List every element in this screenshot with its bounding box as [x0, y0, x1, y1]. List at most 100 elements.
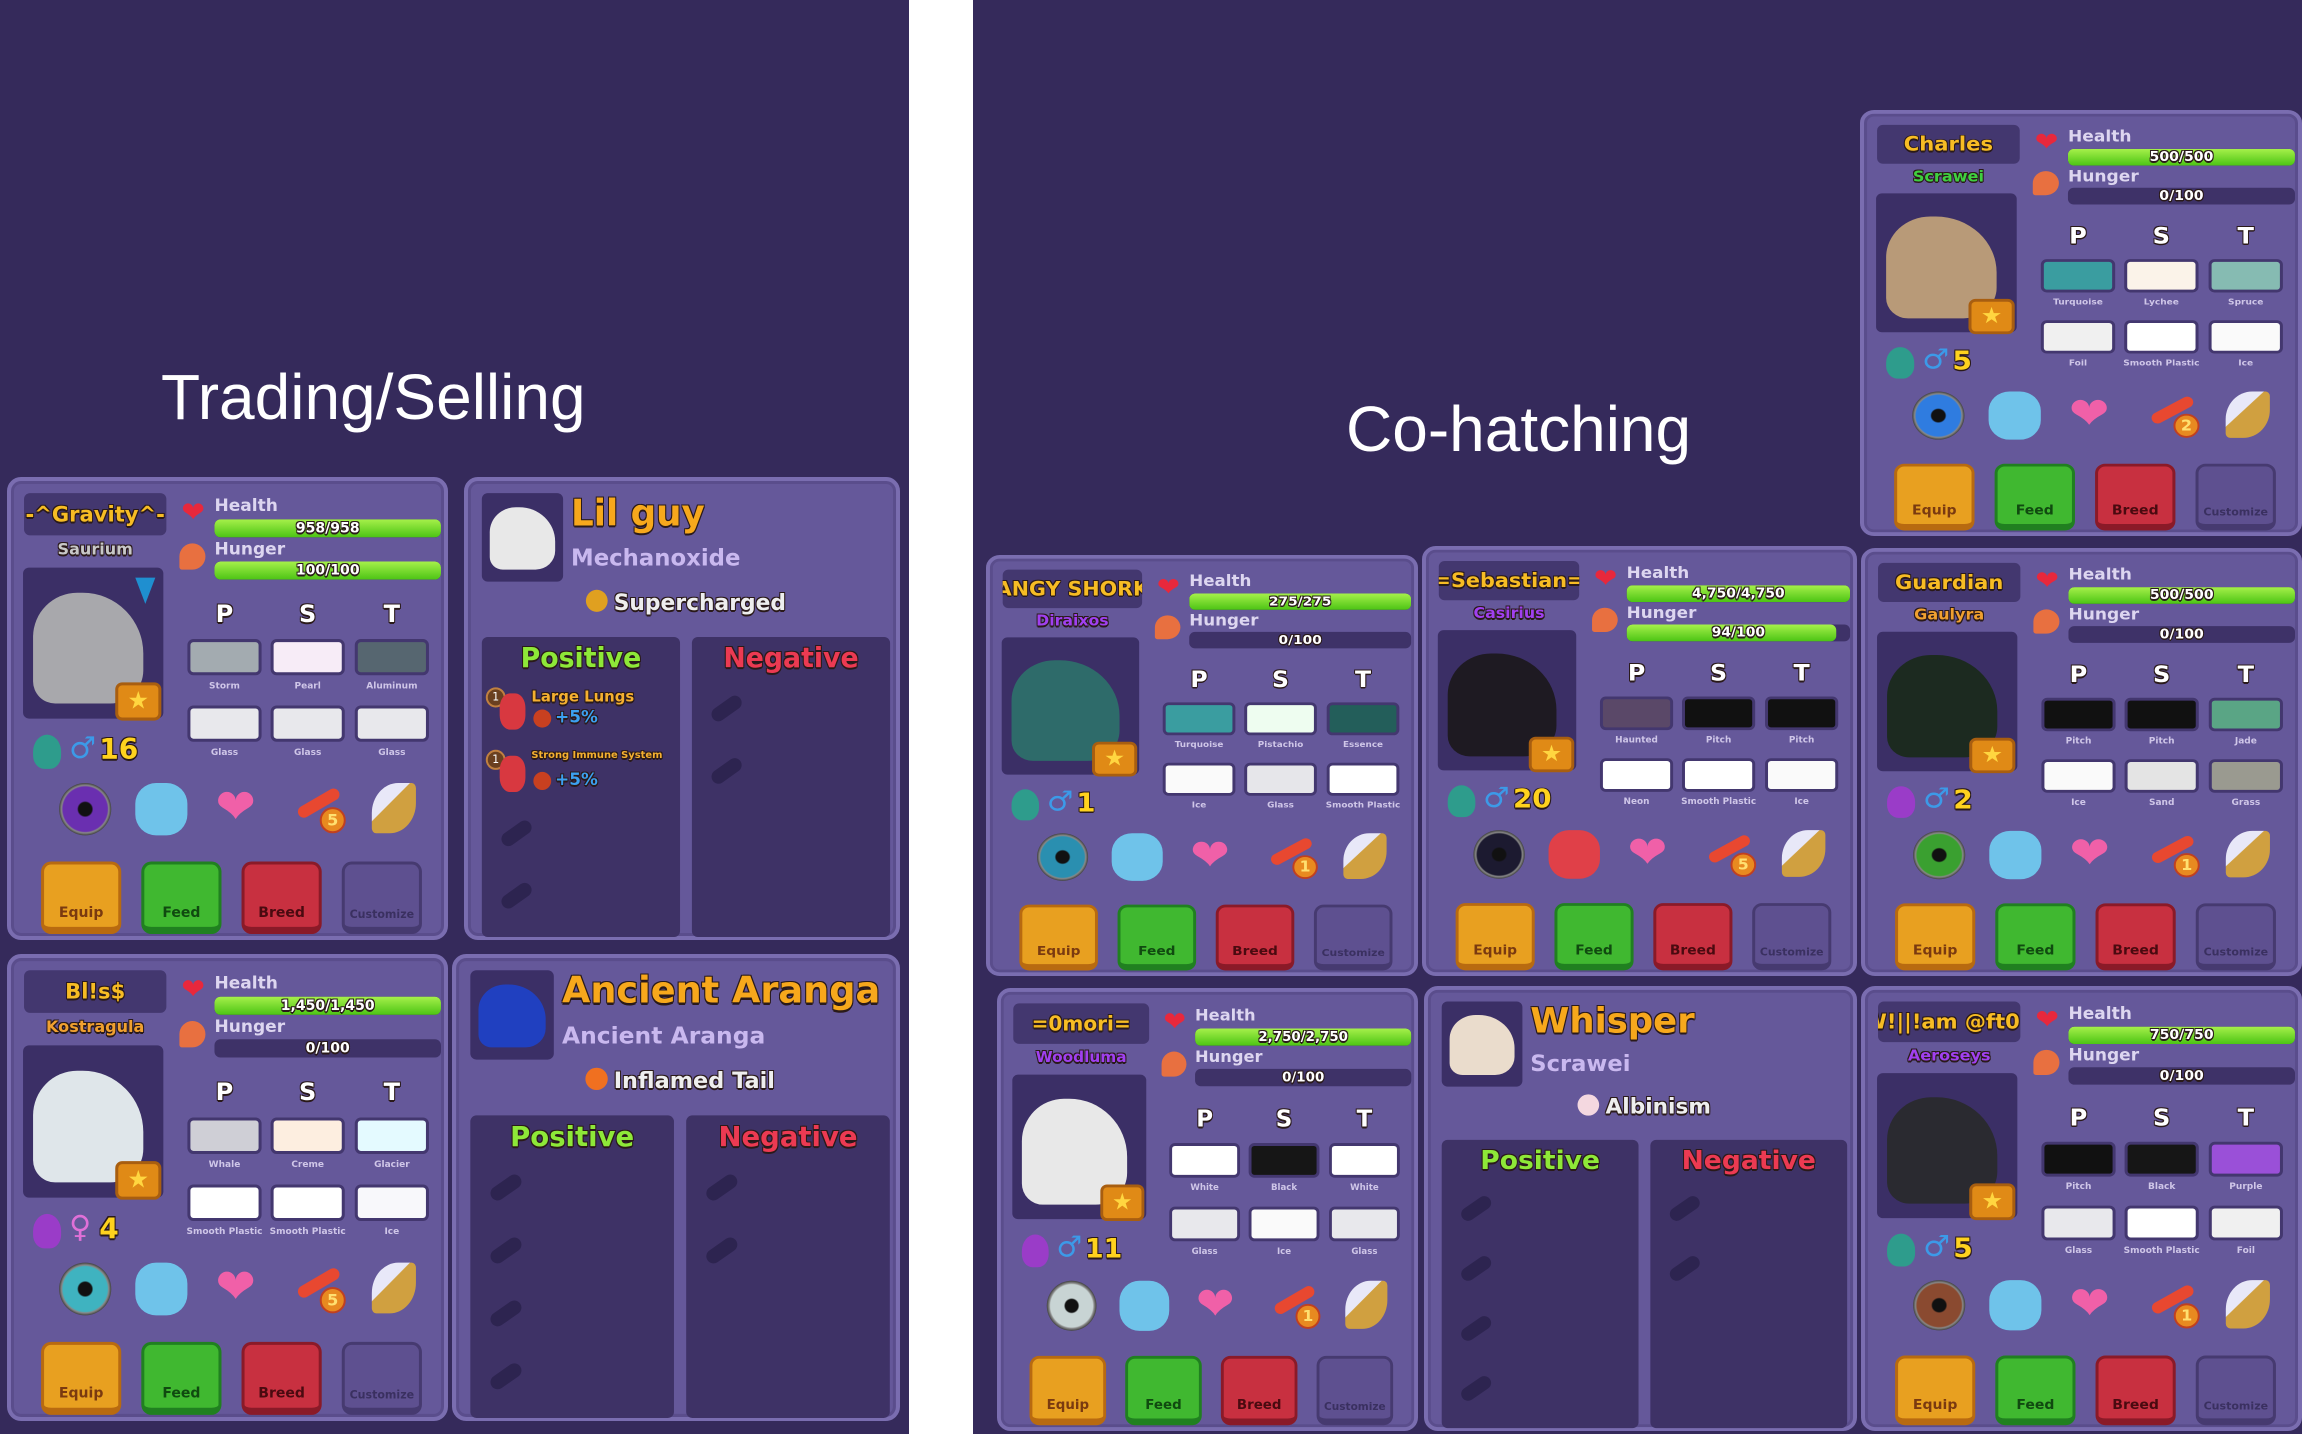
color-swatch[interactable] — [187, 705, 262, 742]
breed-button[interactable]: Breed — [1220, 1355, 1298, 1426]
customize-button[interactable]: Customize — [1316, 1355, 1394, 1426]
eye-icon[interactable] — [59, 782, 112, 836]
color-swatch[interactable] — [2208, 320, 2283, 354]
eye-icon[interactable] — [1473, 830, 1525, 879]
color-swatch[interactable] — [1162, 702, 1236, 736]
color-swatch[interactable] — [1169, 1206, 1241, 1242]
eye-icon[interactable] — [1912, 391, 1965, 440]
breed-heart-icon[interactable]: ❤ — [1627, 826, 1668, 879]
feather-hat-icon[interactable] — [371, 1262, 416, 1314]
equip-button[interactable]: Equip — [41, 1341, 122, 1415]
dragon-face-icon[interactable] — [1988, 391, 2041, 440]
equip-button[interactable]: Equip — [41, 861, 122, 934]
favorite-star-button[interactable]: ★ — [1968, 298, 2015, 335]
feed-button[interactable]: Feed — [1994, 463, 2075, 531]
color-swatch[interactable] — [1765, 758, 1839, 792]
color-swatch[interactable] — [1244, 762, 1317, 796]
eye-icon[interactable] — [1913, 830, 1966, 880]
color-swatch[interactable] — [2208, 697, 2283, 732]
color-swatch[interactable] — [2040, 259, 2116, 293]
dna-icon[interactable]: 5 — [1706, 830, 1758, 879]
feed-button[interactable]: Feed — [1125, 1355, 1202, 1426]
color-swatch[interactable] — [2124, 759, 2199, 793]
customize-button[interactable]: Customize — [2195, 1355, 2276, 1426]
breed-heart-icon[interactable]: ❤ — [2069, 827, 2110, 880]
dragon-face-icon[interactable] — [1989, 830, 2042, 880]
breed-button[interactable]: Breed — [2095, 1355, 2176, 1426]
color-swatch[interactable] — [2124, 320, 2199, 354]
customize-button[interactable]: Customize — [341, 1341, 422, 1415]
feather-hat-icon[interactable] — [1343, 833, 1387, 879]
color-swatch[interactable] — [2208, 259, 2283, 293]
color-swatch[interactable] — [1599, 758, 1674, 792]
feather-hat-icon[interactable] — [371, 782, 416, 834]
color-swatch[interactable] — [1682, 696, 1756, 731]
dragon-face-icon[interactable] — [1119, 1280, 1170, 1331]
favorite-star-button[interactable]: ★ — [1100, 1184, 1145, 1222]
color-swatch[interactable] — [354, 639, 429, 676]
breed-heart-icon[interactable]: ❤ — [215, 778, 256, 836]
dragon-face-icon[interactable] — [1548, 830, 1600, 879]
dna-icon[interactable]: 5 — [295, 783, 348, 835]
color-swatch[interactable] — [2208, 759, 2283, 793]
color-swatch[interactable] — [1682, 758, 1756, 792]
favorite-star-button[interactable]: ★ — [1092, 741, 1138, 777]
customize-button[interactable]: Customize — [2195, 903, 2276, 971]
feed-button[interactable]: Feed — [141, 861, 222, 934]
color-swatch[interactable] — [270, 1117, 345, 1154]
color-swatch[interactable] — [1326, 762, 1400, 796]
feather-hat-icon[interactable] — [1345, 1280, 1388, 1329]
dragon-face-icon[interactable] — [135, 782, 188, 836]
breed-button[interactable]: Breed — [2095, 463, 2176, 531]
feed-button[interactable]: Feed — [1995, 903, 2076, 971]
breed-heart-icon[interactable]: ❤ — [215, 1258, 256, 1316]
favorite-star-button[interactable]: ★ — [1969, 1183, 2016, 1221]
color-swatch[interactable] — [354, 705, 429, 742]
feather-hat-icon[interactable] — [2225, 1280, 2270, 1329]
favorite-star-button[interactable]: ★ — [115, 1161, 162, 1200]
favorite-star-button[interactable]: ★ — [1528, 736, 1575, 773]
color-swatch[interactable] — [1329, 1143, 1400, 1178]
color-swatch[interactable] — [354, 1184, 429, 1222]
customize-button[interactable]: Customize — [2195, 463, 2276, 531]
breed-button[interactable]: Breed — [2095, 903, 2176, 971]
color-swatch[interactable] — [1169, 1143, 1241, 1178]
breed-heart-icon[interactable]: ❤ — [2068, 387, 2110, 440]
color-swatch[interactable] — [2124, 1141, 2199, 1177]
breed-button[interactable]: Breed — [241, 861, 322, 934]
color-swatch[interactable] — [2124, 1205, 2199, 1241]
eye-icon[interactable] — [1913, 1280, 1966, 1331]
equip-button[interactable]: Equip — [1019, 904, 1098, 971]
dragon-face-icon[interactable] — [1989, 1280, 2042, 1331]
eye-icon[interactable] — [1046, 1280, 1097, 1331]
breed-button[interactable]: Breed — [1215, 904, 1295, 971]
color-swatch[interactable] — [1599, 696, 1674, 731]
feather-hat-icon[interactable] — [2225, 391, 2270, 438]
color-swatch[interactable] — [270, 639, 345, 676]
feather-hat-icon[interactable] — [1781, 830, 1826, 877]
color-swatch[interactable] — [1248, 1143, 1320, 1178]
color-swatch[interactable] — [2040, 320, 2116, 354]
dna-icon[interactable]: 5 — [295, 1263, 348, 1316]
color-swatch[interactable] — [1162, 762, 1236, 796]
dragon-face-icon[interactable] — [1111, 833, 1163, 881]
color-swatch[interactable] — [2041, 697, 2116, 732]
equip-button[interactable]: Equip — [1029, 1355, 1107, 1426]
breed-heart-icon[interactable]: ❤ — [1190, 829, 1230, 881]
favorite-star-button[interactable]: ★ — [115, 682, 162, 721]
color-swatch[interactable] — [270, 705, 345, 742]
color-swatch[interactable] — [2208, 1205, 2283, 1241]
breed-heart-icon[interactable]: ❤ — [2069, 1276, 2110, 1331]
color-swatch[interactable] — [1765, 696, 1839, 731]
equip-button[interactable]: Equip — [1895, 903, 1976, 971]
color-swatch[interactable] — [2208, 1141, 2283, 1177]
color-swatch[interactable] — [187, 1184, 262, 1222]
feed-button[interactable]: Feed — [1995, 1355, 2076, 1426]
customize-button[interactable]: Customize — [341, 861, 422, 934]
customize-button[interactable]: Customize — [1752, 903, 1832, 971]
breed-heart-icon[interactable]: ❤ — [1196, 1276, 1235, 1331]
color-swatch[interactable] — [270, 1184, 345, 1222]
customize-button[interactable]: Customize — [1313, 904, 1393, 971]
color-swatch[interactable] — [2041, 759, 2116, 793]
color-swatch[interactable] — [2041, 1205, 2116, 1241]
